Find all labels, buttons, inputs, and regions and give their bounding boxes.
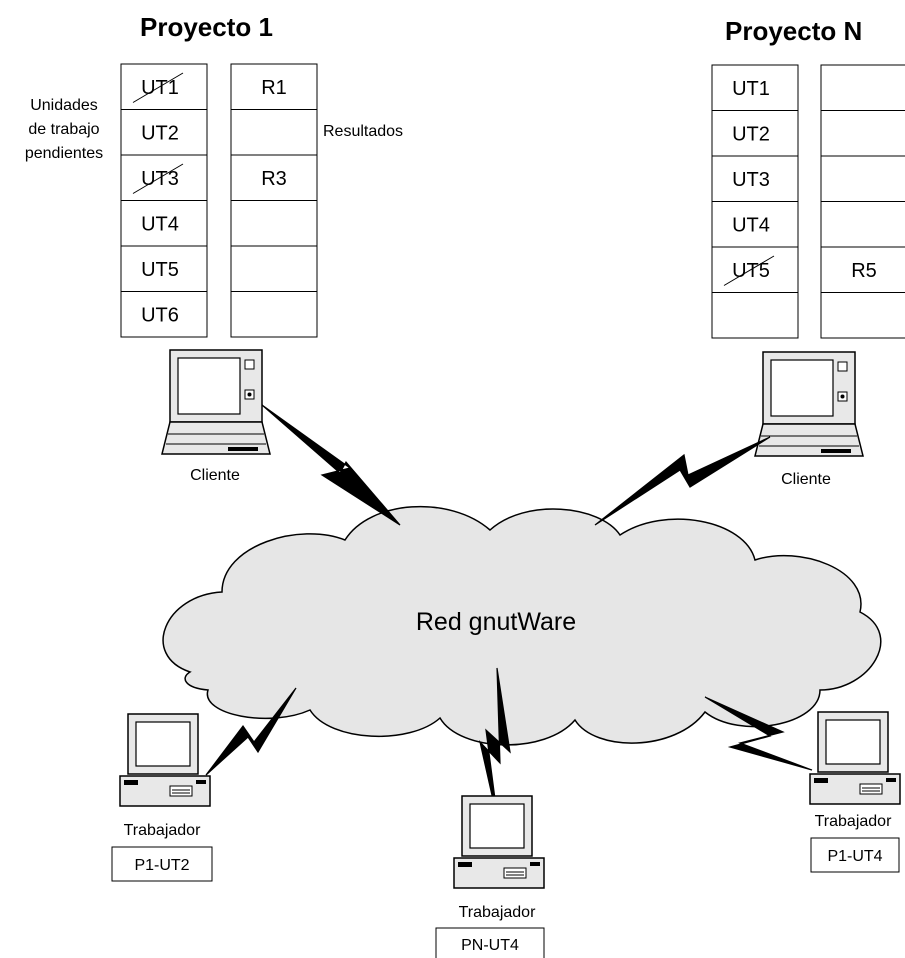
- result-cell: [820, 64, 905, 111]
- strike-mark: [132, 72, 184, 103]
- desktop-computer-icon: [453, 795, 545, 889]
- results-label: Resultados: [323, 123, 403, 140]
- unit-cell: [711, 155, 799, 202]
- desktop-computer-icon: [809, 711, 901, 805]
- unit-cell: [120, 291, 208, 338]
- result-cell: [230, 245, 318, 292]
- pending-label-line3: pendientes: [25, 145, 103, 162]
- result-cell: [820, 201, 905, 248]
- lightning-link-icon: [594, 436, 771, 526]
- unit-label: UT3: [732, 169, 770, 191]
- desktop-computer-icon: [119, 713, 211, 807]
- unit-cell: [711, 246, 799, 293]
- client-n-label: Cliente: [781, 471, 831, 488]
- worker-1-task-box: [111, 846, 213, 882]
- result-label: R1: [261, 77, 287, 99]
- unit-cell: [120, 200, 208, 247]
- result-cell: [820, 292, 905, 339]
- project-n-title: Proyecto N: [725, 16, 862, 46]
- unit-label: UT3: [141, 168, 179, 190]
- unit-label: UT5: [141, 259, 179, 281]
- lightning-link-icon: [205, 687, 297, 776]
- unit-label: UT4: [141, 213, 179, 235]
- laptop-icon: [161, 349, 271, 455]
- worker-1-label: Trabajador: [124, 822, 201, 839]
- pending-label-line1: Unidades: [30, 97, 98, 114]
- unit-label: UT6: [141, 304, 179, 326]
- unit-cell: [711, 201, 799, 248]
- unit-cell: [120, 245, 208, 292]
- result-cell: [230, 291, 318, 338]
- unit-label: UT1: [732, 78, 770, 100]
- project-1-title: Proyecto 1: [140, 12, 273, 42]
- worker-3-task-box: [810, 837, 900, 873]
- result-label: R3: [261, 168, 287, 190]
- worker-2-task-box: [435, 927, 545, 958]
- result-cell: [820, 110, 905, 157]
- unit-cell: [120, 63, 208, 110]
- result-cell: [820, 155, 905, 202]
- client-1-label: Cliente: [190, 467, 240, 484]
- lightning-link-icon: [261, 404, 401, 526]
- network-cloud: [162, 505, 882, 746]
- unit-cell: [120, 154, 208, 201]
- unit-label: UT2: [141, 122, 179, 144]
- result-cell: [230, 200, 318, 247]
- worker-2-label: Trabajador: [459, 904, 536, 921]
- worker-3-label: Trabajador: [815, 813, 892, 830]
- lightning-link-icon: [704, 696, 813, 771]
- pending-label-line2: de trabajo: [28, 121, 99, 138]
- strike-mark: [723, 255, 775, 286]
- unit-label: UT4: [732, 214, 770, 236]
- network-name: Red gnutWare: [416, 608, 576, 636]
- unit-cell: [711, 292, 799, 339]
- result-cell: [230, 154, 318, 201]
- strike-mark: [132, 163, 184, 194]
- worker-2-task: PN-UT4: [461, 937, 519, 954]
- result-label: R5: [851, 260, 877, 282]
- unit-label: UT2: [732, 123, 770, 145]
- worker-3-task: P1-UT4: [827, 848, 882, 865]
- laptop-icon: [754, 351, 864, 457]
- result-cell: [230, 63, 318, 110]
- unit-label: UT1: [141, 77, 179, 99]
- worker-1-task: P1-UT2: [134, 857, 189, 874]
- unit-label: UT5: [732, 260, 770, 282]
- result-cell: [230, 109, 318, 156]
